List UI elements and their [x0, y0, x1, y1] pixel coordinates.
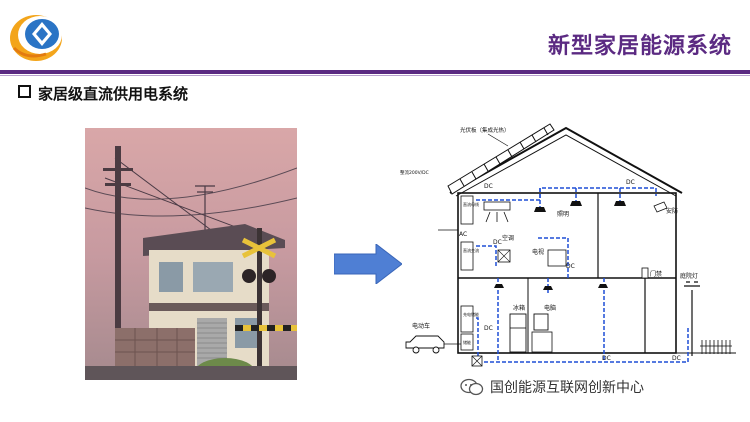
pv-label: 光伏板（集成光热）	[460, 126, 510, 134]
aircon-label: 空调	[502, 234, 514, 242]
box4-label: 储能	[463, 339, 471, 345]
doorbell-label: 门禁	[650, 270, 662, 278]
footer-source: 国创能源互联网创新中心	[460, 377, 644, 397]
pc-label: 电脑	[544, 304, 556, 312]
box1-label: 直流母线	[463, 201, 479, 207]
dc-label-top: DC	[484, 183, 493, 190]
house-illustration-image	[85, 128, 297, 380]
dc-label-right-top: DC	[626, 179, 635, 186]
fridge-label: 冰箱	[513, 304, 525, 312]
right-arrow-icon	[334, 244, 402, 284]
company-logo-icon	[10, 15, 62, 61]
title-divider-thin	[0, 75, 750, 76]
dc-label-mid: DC	[566, 263, 575, 270]
box2-label: 直流交流	[463, 247, 479, 253]
box3-label: 充电储能	[463, 311, 479, 317]
ac-label: AC	[459, 231, 467, 238]
section-heading-text: 家居级直流供用电系统	[38, 85, 189, 103]
security-label: 安防	[666, 207, 678, 215]
dc-label-floor: DC	[484, 325, 493, 332]
tv-label: 电视	[532, 248, 544, 256]
slide-title: 新型家居能源系统	[547, 34, 732, 59]
dc-power-system-diagram: 光伏板（集成光热） 整流200V/DC 直流母线 直流交流 充电储能 储能	[400, 123, 736, 367]
ceiling-lights	[494, 201, 626, 290]
section-heading: 家居级直流供用电系统	[18, 83, 188, 104]
footer-text: 国创能源互联网创新中心	[490, 380, 644, 396]
inverter-label: 整流200V/DC	[400, 169, 429, 176]
bullet-square-icon	[18, 85, 31, 98]
dc-label-bottom-1: DC	[602, 355, 611, 362]
dc-label-bottom-2: DC	[672, 355, 681, 362]
ev-car-icon	[405, 335, 445, 354]
light-label: 照明	[557, 211, 569, 218]
title-divider	[0, 70, 750, 74]
courtyard-light-label: 庭院灯	[680, 272, 698, 280]
ev-label: 电动车	[412, 322, 430, 330]
wechat-icon	[460, 378, 484, 396]
pv-panel	[447, 123, 555, 195]
dc-label-2: DC	[493, 239, 502, 246]
